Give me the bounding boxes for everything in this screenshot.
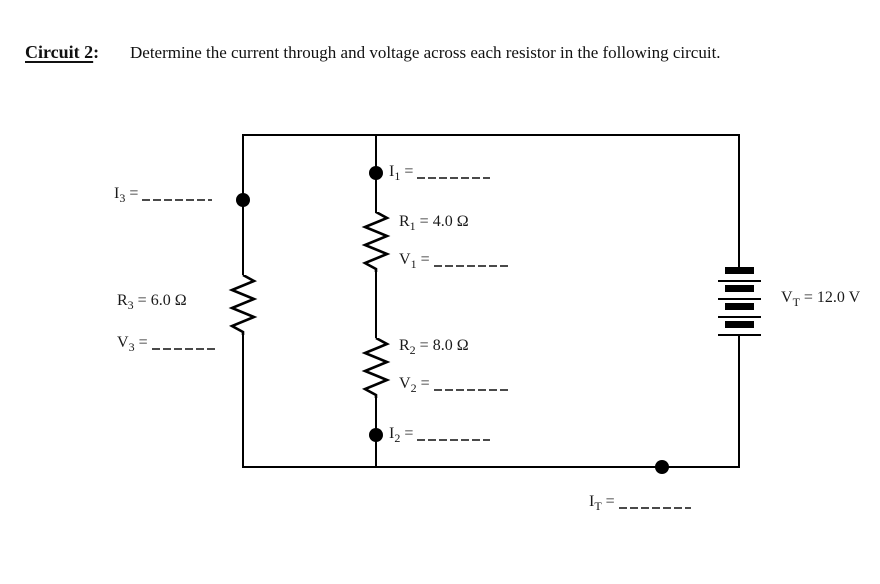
label-v1-symbol: V1 xyxy=(399,251,417,272)
junction-dot-middle-bottom xyxy=(369,428,383,442)
label-v2: V2 = xyxy=(399,374,509,394)
wire-right-upper xyxy=(738,134,740,268)
resistor-r3-symbol xyxy=(228,275,258,335)
circuit-title: Circuit 2: xyxy=(25,42,100,62)
resistor-r2-symbol xyxy=(361,338,391,398)
label-i1-symbol: I1 xyxy=(389,163,401,184)
battery-plate-thick xyxy=(725,285,754,292)
label-v3-symbol: V3 xyxy=(117,334,135,355)
battery-plate-thin xyxy=(718,334,761,336)
instruction-text: Determine the current through and voltag… xyxy=(130,43,721,62)
label-r3: R3 = 6.0 Ω xyxy=(117,292,187,313)
wire-right-lower xyxy=(738,336,740,468)
junction-dot-bottom xyxy=(655,460,669,474)
battery-plate-thick xyxy=(725,303,754,310)
battery-plate-thin xyxy=(718,316,761,318)
answer-blank-v2 xyxy=(433,389,509,391)
answer-blank-it xyxy=(618,507,691,509)
wire-left-lower xyxy=(242,335,244,468)
junction-dot-left xyxy=(236,193,250,207)
label-v2-symbol: V2 xyxy=(399,375,417,396)
label-r3-symbol: R3 xyxy=(117,292,134,313)
answer-blank-i2 xyxy=(417,439,491,441)
label-i2: I2 = xyxy=(389,424,491,446)
answer-blank-i1 xyxy=(417,177,491,179)
label-i3-symbol: I3 xyxy=(114,185,126,206)
label-r2: R2 = 8.0 Ω xyxy=(399,337,469,358)
wire-bottom xyxy=(242,466,740,468)
wire-top xyxy=(242,134,740,136)
battery-plate-thin xyxy=(718,280,761,282)
junction-dot-middle-top xyxy=(369,166,383,180)
answer-blank-v1 xyxy=(433,265,509,267)
label-v1: V1 = xyxy=(399,250,509,270)
battery-plate-thin xyxy=(718,298,761,300)
label-r1: R1 = 4.0 Ω xyxy=(399,213,469,234)
label-it-symbol: IT xyxy=(589,493,602,514)
label-r2-symbol: R2 xyxy=(399,337,416,358)
label-v3: V3 = xyxy=(117,333,218,353)
battery-plate-thick xyxy=(725,321,754,328)
resistor-r1-symbol xyxy=(361,212,391,272)
label-i1: I1 = xyxy=(389,162,491,184)
wire-middle-center xyxy=(375,272,377,338)
battery-plate-thick xyxy=(725,267,754,274)
answer-blank-i3 xyxy=(142,199,213,201)
label-vt-symbol: VT xyxy=(781,289,800,310)
label-it: IT = xyxy=(589,492,691,512)
answer-blank-v3 xyxy=(151,348,218,350)
label-vt: VT = 12.0 V xyxy=(781,289,861,310)
label-i2-symbol: I2 xyxy=(389,425,401,446)
label-r1-symbol: R1 xyxy=(399,213,416,234)
label-i3: I3 = xyxy=(114,184,213,206)
